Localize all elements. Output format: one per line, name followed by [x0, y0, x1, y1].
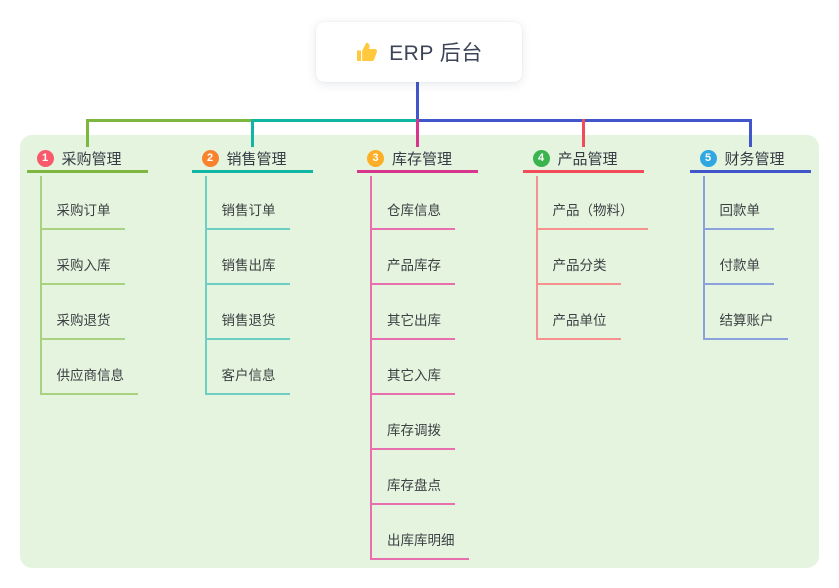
- mindmap-node[interactable]: 销售退货: [204, 312, 290, 340]
- connector-line: [535, 176, 538, 340]
- mindmap-node[interactable]: 供应商信息: [39, 367, 138, 395]
- mindmap-node-label: 其它出库: [387, 313, 441, 328]
- mindmap-node[interactable]: 产品库存: [370, 257, 455, 285]
- connector-line: [748, 119, 752, 147]
- branch-3-badge: 3: [367, 149, 384, 167]
- mindmap-node-label: 出库库明细: [387, 533, 455, 548]
- mindmap-node-label: 仓库信息: [387, 203, 441, 218]
- branch-5-label: 财务管理: [724, 150, 785, 168]
- mindmap-node-label: 销售退货: [221, 313, 276, 328]
- connector-line: [85, 119, 254, 122]
- branches-panel: [20, 135, 819, 568]
- mindmap-node-label: 采购入库: [56, 258, 111, 273]
- mindmap-node[interactable]: 采购退货: [39, 312, 125, 340]
- mindmap-node-label: 库存盘点: [387, 478, 441, 493]
- mindmap-node-label: 结算账户: [719, 313, 774, 328]
- mindmap-node-label: 付款单: [719, 258, 761, 273]
- mindmap-node[interactable]: 产品单位: [535, 312, 621, 340]
- connector-line: [250, 119, 419, 122]
- mindmap-node-label: 销售订单: [221, 203, 276, 218]
- mindmap-node[interactable]: 其它入库: [370, 367, 455, 395]
- mindmap-node-label: 产品库存: [387, 258, 441, 273]
- mindmap-node[interactable]: 库存调拨: [370, 422, 455, 450]
- connector-line: [702, 176, 705, 340]
- branch-3-label: 库存管理: [392, 150, 453, 168]
- branch-1-label: 采购管理: [61, 150, 122, 168]
- branch-4-label: 产品管理: [557, 150, 618, 168]
- root-title: ERP 后台: [389, 42, 483, 65]
- connector-line: [416, 119, 419, 147]
- branch-1-header[interactable]: 1 采购管理: [26, 146, 148, 173]
- branch-5-header[interactable]: 5 财务管理: [689, 146, 811, 173]
- mindmap-node[interactable]: 出库库明细: [370, 532, 469, 560]
- mindmap-node-label: 回款单: [719, 203, 761, 218]
- connector-line: [39, 176, 42, 395]
- branch-4-header[interactable]: 4 产品管理: [522, 146, 644, 173]
- branch-1-badge: 1: [36, 149, 54, 167]
- mindmap-node-label: 产品（物料）: [552, 203, 634, 218]
- mindmap-node[interactable]: 采购入库: [39, 257, 125, 285]
- branch-4-badge: 4: [532, 149, 550, 167]
- branch-5-badge: 5: [699, 149, 717, 167]
- mindmap-node-label: 客户信息: [221, 368, 276, 383]
- mindmap-node[interactable]: 回款单: [702, 202, 774, 230]
- connector-line: [581, 119, 585, 147]
- mindmap-node-label: 采购订单: [56, 203, 111, 218]
- mindmap-node[interactable]: 仓库信息: [370, 202, 455, 230]
- mindmap-node[interactable]: 付款单: [702, 257, 774, 285]
- mindmap-node[interactable]: 客户信息: [204, 367, 290, 395]
- branch-3-header[interactable]: 3 库存管理: [357, 146, 478, 173]
- mindmap-node-label: 其它入库: [387, 368, 441, 383]
- branch-2-header[interactable]: 2 销售管理: [191, 146, 313, 173]
- root-node[interactable]: ERP 后台: [316, 22, 522, 82]
- connector-line: [250, 119, 254, 147]
- mindmap-node[interactable]: 库存盘点: [370, 477, 455, 505]
- mindmap-node[interactable]: 结算账户: [702, 312, 788, 340]
- mindmap-node-label: 库存调拨: [387, 423, 441, 438]
- thumbs-up-icon: [355, 40, 379, 64]
- mindmap-node-label: 产品单位: [552, 313, 607, 328]
- mindmap-node-label: 供应商信息: [56, 368, 125, 383]
- mindmap-node[interactable]: 销售出库: [204, 257, 290, 285]
- root-connector-line: [416, 82, 419, 122]
- connector-line: [85, 119, 89, 147]
- mindmap-node-label: 销售出库: [221, 258, 276, 273]
- mindmap-node[interactable]: 产品分类: [535, 257, 621, 285]
- branch-2-badge: 2: [201, 149, 219, 167]
- mindmap-node-label: 产品分类: [552, 258, 607, 273]
- connector-line: [204, 176, 207, 395]
- mindmap-node[interactable]: 产品（物料）: [535, 202, 648, 230]
- mindmap-node[interactable]: 销售订单: [204, 202, 290, 230]
- connector-line: [370, 176, 372, 560]
- mindmap-node[interactable]: 采购订单: [39, 202, 125, 230]
- branch-2-label: 销售管理: [226, 150, 287, 168]
- mindmap-node-label: 采购退货: [56, 313, 111, 328]
- mindmap-node[interactable]: 其它出库: [370, 312, 455, 340]
